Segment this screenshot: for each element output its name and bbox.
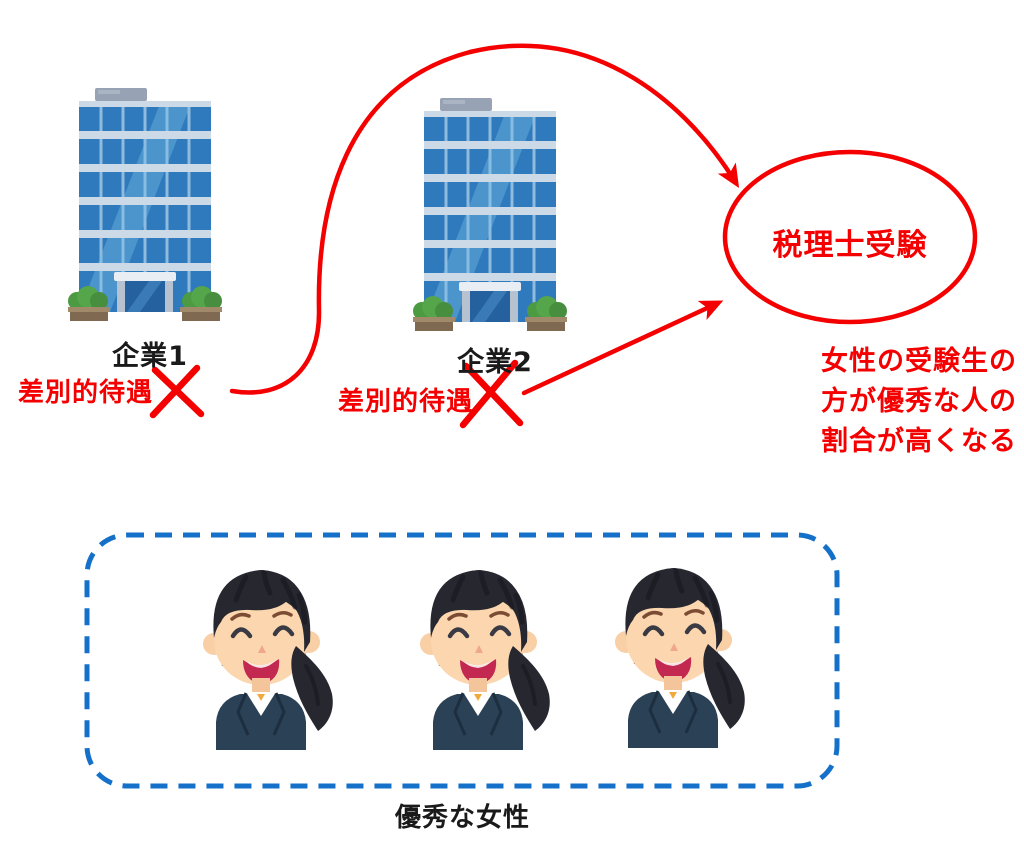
x-mark-company2-icon [459, 359, 524, 429]
arrow-company2-to-exam [521, 300, 724, 396]
company1-label: 企業1 [112, 341, 188, 372]
arrow-company1-to-exam [229, 43, 740, 395]
businesswoman-icon-2 [420, 570, 550, 750]
note-line-2: 方が優秀な人の [821, 386, 1017, 417]
group-box [84, 532, 840, 789]
note-line-3: 割合が高くなる [821, 426, 1017, 457]
company2-label: 企業2 [457, 347, 533, 378]
businesswoman-icon-3 [615, 568, 745, 748]
note-line-1: 女性の受験生の [821, 346, 1017, 377]
company1-treatment-label: 差別的待遇 [18, 378, 154, 408]
company2-treatment-label: 差別的待遇 [338, 387, 474, 417]
company1-building-icon [66, 86, 224, 323]
group-label: 優秀な女性 [394, 803, 530, 833]
x-mark-company1-icon [149, 364, 205, 419]
note-text: 女性の受験生の 方が優秀な人の 割合が高くなる [821, 342, 1017, 462]
businesswoman-icon-1 [203, 570, 333, 750]
company2-building-icon [411, 96, 569, 333]
exam-label: 税理士受験 [772, 228, 928, 263]
exam-ellipse [722, 149, 978, 325]
